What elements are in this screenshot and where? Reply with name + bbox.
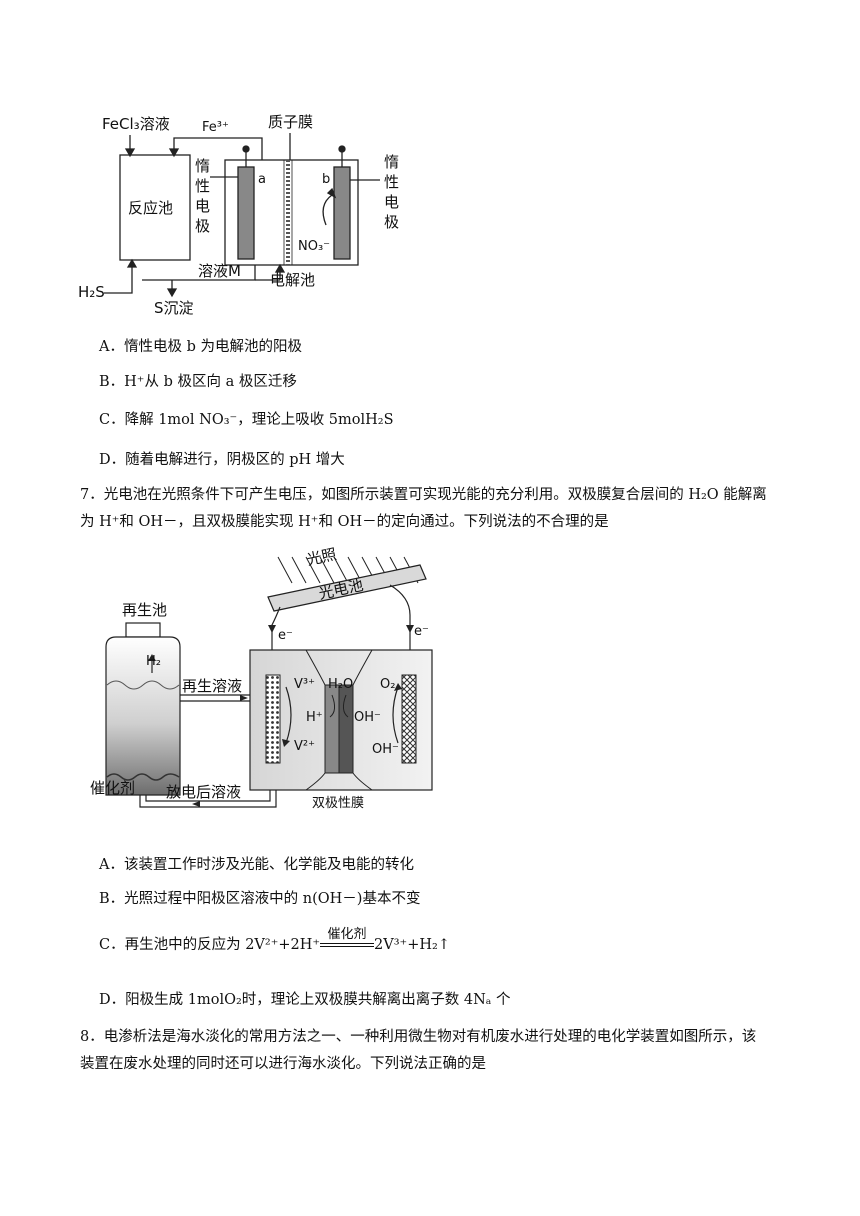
fe3-label: Fe³⁺ [202,120,229,135]
photocell-diagram: 光照 光电池 再生池 H₂ 再生溶液 催化剂 放电后溶液 双极性膜 e⁻ e⁻ … [90,545,433,811]
q6-option-c: C．降解 1mol NO₃⁻，理论上吸收 5molH₂S [99,410,394,430]
q7-stem: 7．光电池在光照条件下可产生电压，如图所示装置可实现光能的充分利用。双极膜复合层… [80,482,780,536]
q6-option-d: D．随着电解进行，阴极区的 pH 增大 [99,452,345,468]
q6-option-c-pre: C．降解 1mol [99,412,200,428]
photocell-label: 光电池 [317,576,365,603]
o2-label: O₂ [380,677,395,692]
q8-stem: 8．电渗析法是海水淡化的常用方法之一、一种利用微生物对有机废水进行处理的电化学装… [80,1024,780,1078]
h2s-label: H₂S [78,283,105,301]
electrolysis-cell-label: 电解池 [270,271,315,289]
q8-stem-line1: 8．电渗析法是海水淡化的常用方法之一、一种利用微生物对有机废水进行处理的电化学装… [80,1029,757,1045]
solution-m-label: 溶液M [198,262,241,280]
catalyst-condition: 催化剂 [320,928,375,953]
electrode-left-4: 极 [195,217,210,235]
v3-label: V³⁺ [294,677,315,692]
v2-label: V²⁺ [294,739,315,754]
q7-option-c-post: 2V³⁺+H₂↑ [374,937,450,953]
q7-option-c: C．再生池中的反应为 2V²⁺+2H⁺ 催化剂 2V³⁺+H₂↑ [99,928,450,955]
fecl3-label: FeCl₃溶液 [102,115,170,133]
regen-solution-label: 再生溶液 [182,677,242,695]
electrode-left-3: 电 [195,197,210,215]
q7-option-b: B．光照过程中阳极区溶液中的 n(OH－)基本不变 [99,891,421,907]
q6-option-c-formula: NO₃⁻ [199,412,238,428]
q6-option-c-post: ，理论上吸收 5molH₂S [237,412,394,428]
regen-pool-label: 再生池 [122,601,167,619]
q7-option-a: A．该装置工作时涉及光能、化学能及电能的转化 [99,857,414,873]
h2-label: H₂ [146,654,161,669]
q6-option-b: B．H⁺从 b 极区向 a 极区迁移 [99,374,297,390]
catalyst-condition-text: 催化剂 [327,927,367,942]
s-precipitate-label: S沉淀 [154,299,194,317]
no3-label: NO₃⁻ [298,239,330,254]
electrolysis-diagram: FeCl₃溶液 Fe³⁺ 质子膜 惰 性 电 极 惰 性 电 极 反应池 a b… [78,113,399,317]
light-label: 光照 [305,545,338,569]
electrode-a-label: a [258,172,266,187]
q7-stem-line1: 7．光电池在光照条件下可产生电压，如图所示装置可实现光能的充分利用。双极膜复合层… [80,487,767,503]
electrode-right-4: 极 [384,213,399,231]
e-left-label: e⁻ [278,628,293,643]
electrode-left-2: 性 [195,177,210,195]
membrane-label: 质子膜 [268,113,313,131]
q6-option-a: A．惰性电极 b 为电解池的阳极 [99,339,302,355]
oh-minus-label: OH⁻ [354,710,381,725]
catalyst-label: 催化剂 [90,779,135,797]
q7-option-c-pre: C．再生池中的反应为 2V²⁺+2H⁺ [99,937,321,953]
q7-option-d: D．阳极生成 1molO₂时，理论上双极膜共解离出离子数 4Nₐ 个 [99,992,511,1008]
equation-equals-line [320,943,375,947]
h-plus-label: H⁺ [306,710,323,725]
electrode-left-1: 惰 [195,157,210,175]
bipolar-membrane-label: 双极性膜 [312,796,364,811]
electrode-right-2: 性 [384,173,399,191]
q8-stem-line2: 装置在废水处理的同时还可以进行海水淡化。下列说法正确的是 [80,1056,486,1072]
oh-minus2-label: OH⁻ [372,742,399,757]
electrode-right-1: 惰 [384,153,399,171]
electrode-right-3: 电 [384,193,399,211]
q7-stem-line2: 为 H⁺和 OH－，且双极膜能实现 H⁺和 OH－的定向通过。下列说法的不合理的… [80,514,609,530]
e-right-label: e⁻ [414,624,429,639]
reaction-pool-label: 反应池 [128,199,173,217]
discharged-solution-label: 放电后溶液 [166,783,241,801]
electrode-b-label: b [322,172,330,187]
h2o-label: H₂O [328,677,353,692]
